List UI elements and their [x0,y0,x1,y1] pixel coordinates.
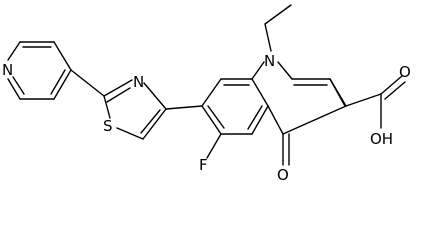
bond-py-thz [70,69,105,97]
bond-thz-c5-s1 [116,127,144,140]
bond-c4-c3 [282,105,347,135]
atom-n-thiazole: N [133,73,144,91]
bond-c8a-c4a [251,78,269,107]
bond-c4a-c5-inner [247,105,263,130]
ring-closure [282,105,347,135]
bond-c7-c8 [201,78,222,107]
bond-thz-c2-n3 [103,79,133,97]
chemical-structure-diagram: N N S N F O O OH [2,4,411,184]
bond-thz-n3-c4 [143,82,167,110]
bond-c4a-c4-link [267,105,284,135]
bond-cooh-o [380,75,403,95]
atom-o-carbonyl: O [399,63,411,81]
bond-c8a-n1 [251,61,265,80]
bond-py-c3-c4 [53,41,72,71]
bond-n1-ch2 [264,23,272,52]
structure-canvas: N N S N F O O OH [2,4,411,184]
bond-py-c4-c5-inner [50,69,66,95]
carbonyl-groups [282,75,406,166]
atom-o-ketone: O [277,166,289,184]
bond-thz-c4-c5 [142,108,167,140]
bond-n1-c2 [277,61,293,80]
bond-c6-c7-inner [207,105,225,129]
bond-thz-c2-n3-inner [106,87,131,103]
bond-c3-c4-ring [329,78,347,107]
bond-c6-f [206,133,222,159]
atom-labels: N N S N F O O OH [2,52,411,184]
bond-c3-cooh-c [345,93,382,107]
bond-thz-c4-c5-inner [140,109,161,134]
atom-fluorine: F [199,156,208,174]
bond-ch2-ch3 [264,4,292,25]
atom-n-quinoline: N [264,52,275,70]
bond-cooh-o-double [384,81,406,100]
bond-py-c4-c5 [53,69,72,100]
pyridone-ring [267,78,347,135]
bond-thz-quin [165,105,203,110]
bond-c6-c7 [201,105,222,135]
atom-s-thiazole: S [103,117,113,135]
bond-py-n-c2 [7,41,21,61]
bonds [7,4,346,159]
bond-py-c6-n-inner [12,76,25,95]
bond-c4a-c5 [251,105,269,135]
bond-thz-s1-c2 [103,95,111,119]
atom-o-hydroxyl: OH [370,130,393,148]
bond-py-c6-n [7,78,21,100]
atom-n-pyridine: N [2,61,13,79]
